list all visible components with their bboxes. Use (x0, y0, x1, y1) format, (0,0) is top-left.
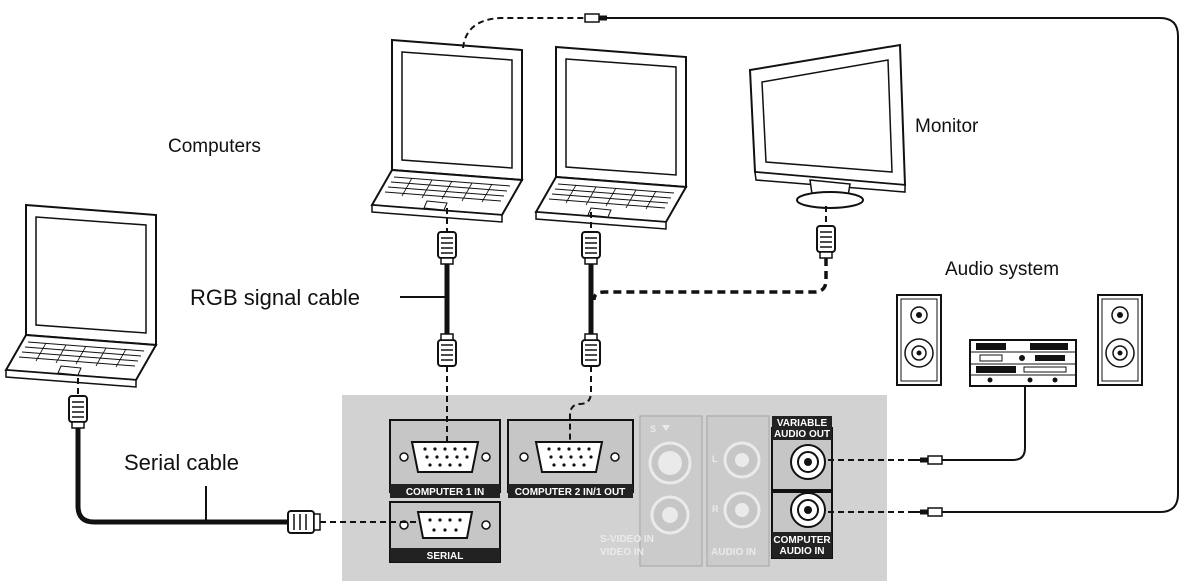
computers-label: Computers (168, 136, 261, 157)
monitor-device (748, 43, 907, 209)
audio-cable-top-solid (613, 17, 1179, 513)
computer-2-in-out-port[interactable]: COMPUTER 2 IN/1 OUT (507, 419, 634, 498)
projector-panel: COMPUTER 1 IN COMPUTER 2 IN/1 OUT (342, 395, 887, 581)
rgb-c1-connector-top (437, 231, 457, 265)
r-letter: R (712, 504, 719, 514)
audio-inputs-faint: L R AUDIO IN (706, 415, 770, 567)
video-inputs-faint: S S-VIDEO IN VIDEO IN (600, 415, 703, 567)
rgb-c1-connector-bottom (437, 333, 457, 367)
cables (68, 13, 1179, 534)
serial-cable (75, 428, 288, 525)
audio-plug-in (913, 507, 943, 517)
audio-system-device (896, 294, 1143, 387)
monitor-connector (816, 225, 836, 259)
computer-audio-in-port[interactable]: COMPUTER AUDIO IN (771, 491, 833, 559)
serial-label: SERIAL (427, 551, 464, 562)
monitor-label: Monitor (915, 116, 979, 137)
audio-system-label: Audio system (945, 259, 1059, 280)
laptop-computer-1 (371, 39, 523, 223)
audio-in-faint-label: AUDIO IN (711, 547, 756, 558)
serial-connector-panel (287, 510, 321, 534)
audio-plug-out (913, 455, 943, 465)
rgb-c2-dashed-bottom (569, 366, 592, 442)
audio-receiver (969, 339, 1077, 387)
variable-audio-out-label-2: AUDIO OUT (774, 429, 830, 440)
computer-1-in-label: COMPUTER 1 IN (406, 487, 484, 498)
serial-port[interactable]: SERIAL (389, 501, 501, 563)
computer-2-in-out-label: COMPUTER 2 IN/1 OUT (515, 487, 626, 498)
serial-connector-laptop (68, 395, 88, 429)
variable-audio-out-label-1: VARIABLE (777, 418, 828, 429)
speaker-left (896, 294, 942, 386)
rgb-signal-cable-label: RGB signal cable (190, 285, 360, 310)
laptop-left (5, 204, 157, 388)
computer-1-in-port[interactable]: COMPUTER 1 IN (389, 419, 501, 498)
laptop-computer-2 (535, 46, 687, 230)
computer-audio-in-label-1: COMPUTER (773, 535, 831, 546)
monitor-cable (592, 258, 828, 301)
s-letter: S (650, 424, 656, 434)
variable-audio-out-port[interactable]: VARIABLE AUDIO OUT (771, 416, 833, 491)
svideo-in-label: S-VIDEO IN (600, 534, 654, 545)
audio-plug-top (584, 13, 614, 23)
computer-audio-in-label-2: AUDIO IN (780, 546, 825, 557)
l-letter: L (712, 454, 718, 464)
audio-out-solid (942, 386, 1026, 461)
rgb-c2-connector-top (581, 231, 601, 265)
video-in-label: VIDEO IN (600, 547, 644, 558)
serial-cable-label: Serial cable (124, 450, 239, 475)
audio-cable-top-dashed (462, 17, 585, 49)
rgb-c2-connector-bottom (581, 333, 601, 367)
speaker-right (1097, 294, 1143, 386)
